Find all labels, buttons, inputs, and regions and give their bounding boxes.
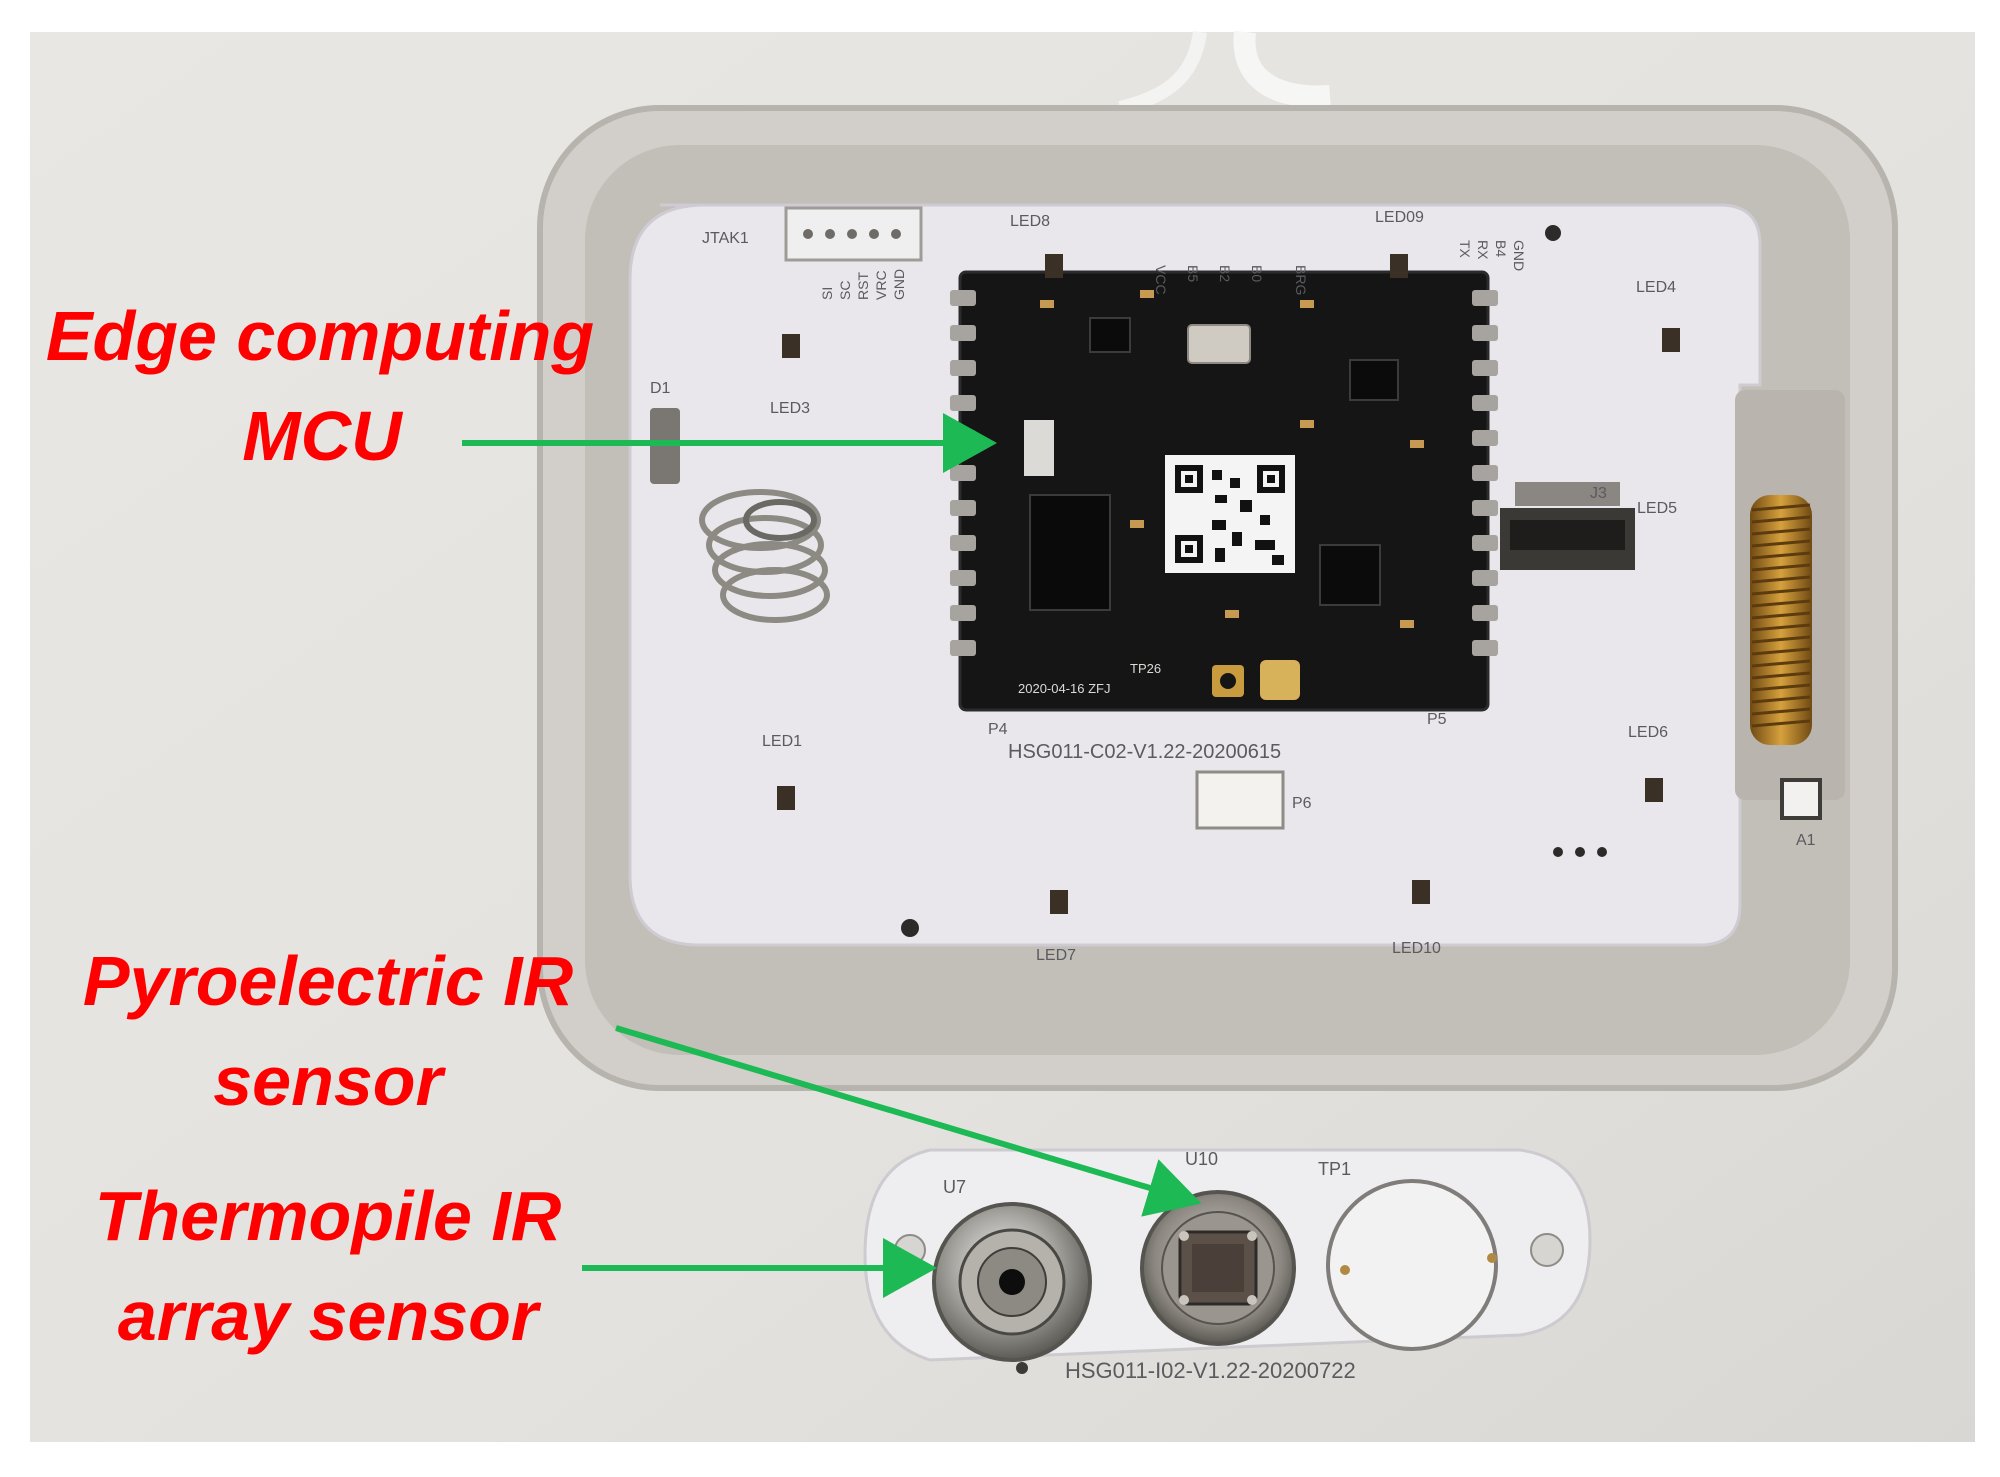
label-p6: P6 bbox=[1292, 795, 1312, 812]
misc-dots bbox=[901, 225, 1607, 937]
svg-text:B5: B5 bbox=[1185, 265, 1201, 282]
header-pin-labels: VCC B5 B2 B0 BRG TX RX B4 GND bbox=[1153, 240, 1527, 295]
cable-strand bbox=[1118, 30, 1207, 115]
svg-text:SC: SC bbox=[837, 281, 853, 300]
label-led10: LED10 bbox=[1392, 940, 1441, 957]
callout-arrows bbox=[462, 413, 1202, 1298]
label-j3: J3 bbox=[1590, 485, 1607, 502]
svg-text:B4: B4 bbox=[1493, 240, 1509, 257]
callout-mcu-line2: MCU bbox=[242, 397, 403, 475]
label-led9: LED09 bbox=[1375, 209, 1424, 226]
label-a1: A1 bbox=[1796, 832, 1816, 849]
j3-connector bbox=[1500, 482, 1635, 570]
pyroelectric-arrow bbox=[615, 1025, 1202, 1217]
label-led4: LED4 bbox=[1636, 279, 1676, 296]
label-u7: U7 bbox=[943, 1177, 966, 1197]
svg-text:BRG: BRG bbox=[1293, 265, 1309, 295]
tp1-disc bbox=[1326, 1179, 1498, 1351]
label-tp26: TP26 bbox=[1130, 661, 1161, 676]
a1-pad bbox=[1780, 778, 1822, 820]
label-module-date: 2020-04-16 ZFJ bbox=[1018, 681, 1111, 696]
jtag-connector bbox=[784, 206, 923, 262]
svg-text:GND: GND bbox=[1511, 240, 1527, 271]
p6-connector bbox=[1195, 770, 1285, 830]
mcu-module bbox=[950, 270, 1498, 712]
svg-text:RST: RST bbox=[855, 272, 871, 300]
jtag-pin-labels: GND VRC RST SC SI bbox=[819, 269, 907, 300]
label-led1: LED1 bbox=[762, 733, 802, 750]
svg-text:TX: TX bbox=[1457, 240, 1473, 259]
svg-text:B2: B2 bbox=[1217, 265, 1233, 282]
label-led5: LED5 bbox=[1637, 500, 1677, 517]
svg-text:RX: RX bbox=[1475, 240, 1491, 260]
svg-text:VRC: VRC bbox=[873, 270, 889, 300]
label-p5: P5 bbox=[1427, 711, 1447, 728]
coil-antenna bbox=[1750, 495, 1812, 745]
svg-text:B0: B0 bbox=[1249, 265, 1265, 282]
label-jtag: JTAK1 bbox=[702, 230, 749, 247]
svg-text:VCC: VCC bbox=[1153, 265, 1169, 295]
cable bbox=[1233, 30, 1331, 108]
callout-pir-line2: sensor bbox=[213, 1042, 446, 1120]
callout-pir-line1: Pyroelectric IR bbox=[83, 942, 574, 1020]
qr-code bbox=[1165, 455, 1295, 573]
label-d1: D1 bbox=[650, 380, 671, 397]
label-led6: LED6 bbox=[1628, 724, 1668, 741]
callout-thermopile-line2: array sensor bbox=[118, 1277, 542, 1355]
battery-spring bbox=[699, 489, 830, 623]
label-led3: LED3 bbox=[770, 400, 810, 417]
label-led7: LED7 bbox=[1036, 947, 1076, 964]
label-tp1: TP1 bbox=[1318, 1159, 1351, 1179]
svg-text:SI: SI bbox=[819, 287, 835, 300]
label-main-board-code: HSG011-C02-V1.22-20200615 bbox=[1008, 741, 1281, 763]
callout-mcu-line1: Edge computing bbox=[46, 297, 594, 375]
svg-text:GND: GND bbox=[891, 269, 907, 300]
led-components bbox=[777, 254, 1680, 914]
callout-thermopile-line1: Thermopile IR bbox=[95, 1177, 562, 1255]
label-led8: LED8 bbox=[1010, 213, 1050, 230]
sensor-board bbox=[863, 1148, 1592, 1374]
label-sensor-board-code: HSG011-I02-V1.22-20200722 bbox=[1065, 1358, 1356, 1383]
label-u10: U10 bbox=[1185, 1149, 1218, 1169]
label-p4: P4 bbox=[988, 721, 1008, 738]
